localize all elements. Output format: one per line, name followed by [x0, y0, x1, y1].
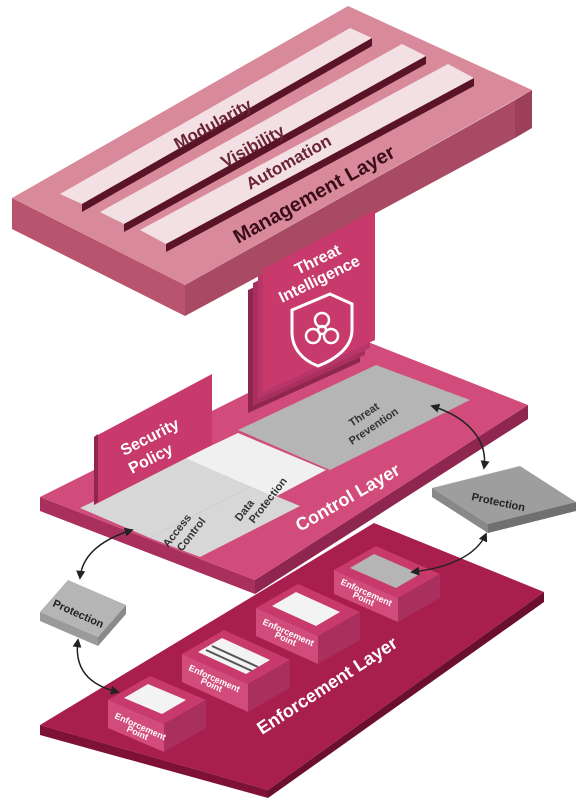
- protection-tile-left: Protection: [40, 580, 126, 646]
- threat-prevention-tile: [238, 365, 470, 470]
- security-policy-panel: Security Policy: [94, 374, 212, 505]
- management-layer-flange: [515, 90, 532, 138]
- puzzle-knob: [192, 483, 210, 501]
- management-layer-right-edge: [185, 100, 515, 316]
- management-layer: Modularity Visibility Automation Managem…: [12, 6, 532, 316]
- biohazard-shield-icon: [290, 292, 354, 368]
- access-control-tile-front: [150, 486, 300, 557]
- management-layer-front-edge: [12, 198, 185, 316]
- access-control-tile: [80, 458, 252, 538]
- arrow-protection-to-enforcement-4: [410, 532, 488, 576]
- automation-strip: [140, 64, 474, 252]
- enforcement-point-1: Enforcement Point: [108, 676, 206, 752]
- enforcement-point-3: Enforcement Point: [256, 584, 360, 664]
- control-layer-front-edge: [40, 497, 255, 594]
- protection-tile-right: Protection: [432, 466, 576, 533]
- threat-intelligence-stack: Threat Intelligence: [248, 210, 375, 413]
- enforcement-point-4: Enforcement Point: [334, 546, 440, 622]
- visibility-strip: [100, 44, 426, 232]
- enforcement-point-2: Enforcement Point: [182, 630, 290, 712]
- enforcement-layer-front-edge: [40, 725, 268, 798]
- enforcement-layer-right-edge: [268, 592, 544, 798]
- modularity-strip: [60, 28, 372, 212]
- arrow-threat-to-protection: [430, 403, 490, 470]
- arrow-protection-to-enforcement-1: [72, 638, 120, 695]
- flow-arrows: [72, 403, 490, 695]
- arrow-access-to-protection: [76, 527, 134, 580]
- data-protection-tile: [185, 433, 326, 497]
